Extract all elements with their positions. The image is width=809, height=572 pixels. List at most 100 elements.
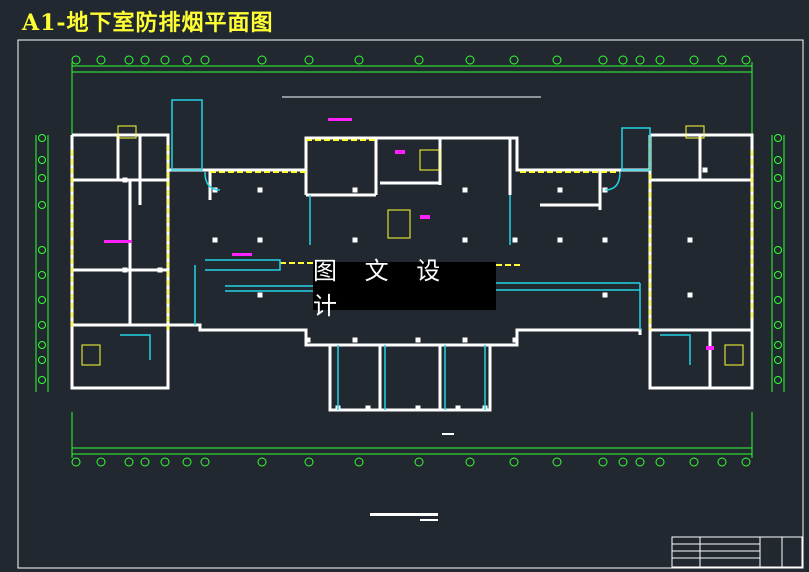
top-axis-bubble <box>414 55 424 65</box>
top-axis-bubble <box>71 55 81 65</box>
right-axis-bubble <box>774 376 782 384</box>
column <box>122 267 128 273</box>
column <box>687 237 693 243</box>
right-axis-bubbles <box>774 134 782 384</box>
bottom-axis-bubble <box>200 457 210 467</box>
right-axis-bubble <box>774 174 782 182</box>
bottom-axis-bubble <box>618 457 628 467</box>
bottom-axis-bubble <box>655 457 665 467</box>
top-axis-bubble <box>552 55 562 65</box>
top-axis-bubble <box>618 55 628 65</box>
column <box>557 187 563 193</box>
left-axis-bubble <box>38 271 46 279</box>
top-axis-bubble <box>304 55 314 65</box>
top-axis-bubble <box>655 55 665 65</box>
bottom-axis-bubble <box>598 457 608 467</box>
column <box>462 237 468 243</box>
column <box>352 187 358 193</box>
top-axis-bubble <box>140 55 150 65</box>
left-axis-bubble <box>38 174 46 182</box>
column <box>212 237 218 243</box>
stair-cores <box>81 125 744 366</box>
top-axis-bubble <box>598 55 608 65</box>
column <box>687 292 693 298</box>
column <box>352 237 358 243</box>
column <box>602 237 608 243</box>
right-axis-bubble <box>774 321 782 329</box>
left-axis-bubble <box>38 296 46 304</box>
column <box>415 405 421 411</box>
top-axis-bubble <box>160 55 170 65</box>
right-axis-bubble <box>774 134 782 142</box>
bottom-axis-bubble <box>140 457 150 467</box>
column <box>122 177 128 183</box>
left-axis-bubble <box>38 356 46 364</box>
watermark-label: 图 文 设 计 <box>313 257 496 320</box>
column <box>257 237 263 243</box>
top-axis-bubble <box>741 55 751 65</box>
smoke-exhaust-ducts <box>120 99 691 410</box>
bottom-axis-bubble <box>354 457 364 467</box>
bottom-axis-bubble <box>717 457 727 467</box>
top-axis-bubble <box>124 55 134 65</box>
top-axis-bubbles <box>71 55 751 65</box>
magenta-labels <box>104 118 714 350</box>
column <box>462 187 468 193</box>
right-axis-bubble <box>774 356 782 364</box>
left-axis-bubble <box>38 376 46 384</box>
top-axis-bubble <box>354 55 364 65</box>
column <box>602 292 608 298</box>
left-axis-bubble <box>38 134 46 142</box>
column <box>415 337 421 343</box>
column <box>512 237 518 243</box>
right-dimension-lines <box>771 135 785 392</box>
top-axis-bubble <box>509 55 519 65</box>
right-axis-bubble <box>774 271 782 279</box>
bottom-axis-bubble <box>257 457 267 467</box>
bottom-axis-bubble <box>71 457 81 467</box>
column <box>352 337 358 343</box>
column <box>257 187 263 193</box>
bottom-axis-bubble <box>509 457 519 467</box>
right-axis-bubble <box>774 156 782 164</box>
left-axis-bubble <box>38 341 46 349</box>
bottom-axis-bubble <box>96 457 106 467</box>
bottom-axis-bubble <box>465 457 475 467</box>
left-axis-bubbles <box>38 134 46 384</box>
bottom-axis-bubble <box>304 457 314 467</box>
left-axis-bubble <box>38 321 46 329</box>
top-axis-bubble <box>257 55 267 65</box>
right-axis-bubble <box>774 296 782 304</box>
right-axis-bubble <box>774 201 782 209</box>
column <box>257 292 263 298</box>
left-axis-bubble <box>38 246 46 254</box>
structural-columns <box>122 167 708 411</box>
column <box>702 167 708 173</box>
top-axis-bubble <box>717 55 727 65</box>
bottom-axis-bubble <box>689 457 699 467</box>
bottom-axis-bubble <box>182 457 192 467</box>
top-axis-bubble <box>182 55 192 65</box>
column <box>557 237 563 243</box>
right-axis-bubble <box>774 246 782 254</box>
top-axis-bubble <box>635 55 645 65</box>
top-axis-bubble <box>96 55 106 65</box>
bottom-dimension-lines <box>71 412 753 458</box>
bottom-axis-bubble <box>160 457 170 467</box>
left-axis-bubble <box>38 156 46 164</box>
bottom-axis-bubble <box>552 457 562 467</box>
column <box>512 337 518 343</box>
top-dimension-lines <box>71 62 753 135</box>
drawing-frame <box>17 39 804 569</box>
bottom-axis-bubbles <box>71 457 751 467</box>
bottom-axis-bubble <box>124 457 134 467</box>
column <box>305 337 311 343</box>
title-block <box>671 536 803 568</box>
column <box>462 337 468 343</box>
drawing-title: A1-地下室防排烟平面图 <box>22 10 274 36</box>
note-marks <box>370 433 454 521</box>
top-axis-bubble <box>200 55 210 65</box>
bottom-axis-bubble <box>635 457 645 467</box>
left-axis-bubble <box>38 201 46 209</box>
